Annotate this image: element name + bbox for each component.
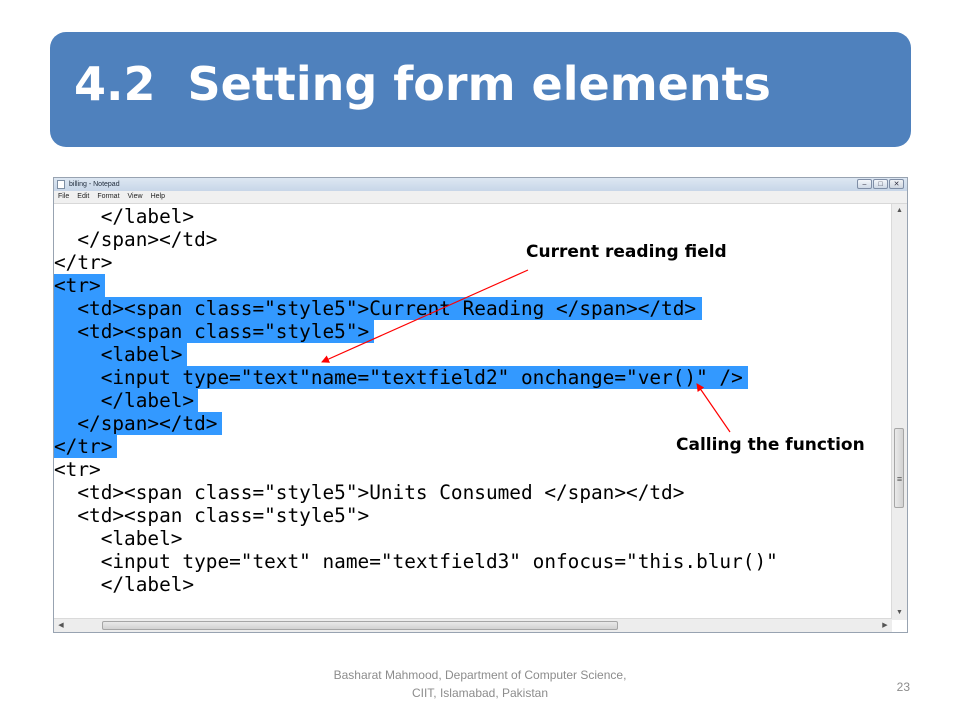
title-bar: 4.2 Setting form elements [50, 32, 911, 147]
notepad-app-icon [57, 180, 65, 189]
code-line: <td><span class="style5">Current Reading… [54, 297, 697, 320]
code-line: </tr> [54, 251, 113, 274]
annotation-current-reading: Current reading field [526, 242, 727, 262]
code-line: </span></td> [54, 228, 218, 251]
menu-bar: File Edit Format View Help [54, 191, 907, 204]
minimize-button[interactable]: – [857, 179, 872, 189]
selection-highlight [54, 366, 748, 389]
scroll-down-icon[interactable]: ▼ [896, 609, 903, 616]
vertical-scrollbar[interactable]: ▲ ≡ ▼ [891, 204, 907, 620]
selection-highlight [54, 435, 117, 458]
code-line: <td><span class="style5"> [54, 320, 370, 343]
horizontal-scrollbar[interactable]: ◀ ▶ [54, 618, 892, 632]
selection-highlight [54, 274, 105, 297]
vertical-scroll-thumb[interactable] [894, 428, 904, 508]
code-line: </tr> [54, 435, 113, 458]
code-line: </label> [54, 389, 195, 412]
scroll-up-icon[interactable]: ▲ [896, 207, 903, 214]
selection-highlight [54, 389, 198, 412]
menu-format[interactable]: Format [97, 193, 120, 200]
horizontal-scroll-thumb[interactable] [102, 621, 618, 630]
code-line: <label> [54, 527, 183, 550]
annotation-calling-function: Calling the function [676, 435, 865, 455]
close-button[interactable]: ✕ [889, 179, 904, 189]
footer-text: Basharat Mahmood, Department of Computer… [333, 668, 627, 700]
notepad-titlebar: billing - Notepad – □ ✕ [54, 178, 907, 191]
code-line: <input type="text"name="textfield2" onch… [54, 366, 743, 389]
scroll-left-icon[interactable]: ◀ [58, 622, 64, 629]
text-editor[interactable]: </label> </span></td></tr><tr> <td><span… [54, 204, 890, 620]
code-line: </span></td> [54, 412, 218, 435]
code-line: <input type="text" name="textfield3" onf… [54, 550, 778, 573]
menu-view[interactable]: View [127, 193, 143, 200]
selection-highlight [54, 343, 187, 366]
scroll-grip-icon: ≡ [896, 474, 903, 484]
code-line: </label> [54, 573, 195, 596]
slide-number: 23 [896, 680, 910, 694]
selection-highlight [54, 412, 222, 435]
maximize-button[interactable]: □ [873, 179, 888, 189]
notepad-window: billing - Notepad – □ ✕ File Edit Format… [53, 177, 908, 633]
menu-help[interactable]: Help [150, 193, 165, 200]
selection-highlight [54, 320, 374, 343]
window-title: billing - Notepad [69, 181, 120, 188]
code-line: </label> [54, 205, 195, 228]
slide-title: 4.2 Setting form elements [74, 57, 771, 111]
menu-edit[interactable]: Edit [77, 193, 90, 200]
code-line: <label> [54, 343, 183, 366]
code-line: <td><span class="style5"> [54, 504, 370, 527]
code-line: <td><span class="style5">Units Consumed … [54, 481, 685, 504]
window-controls: – □ ✕ [857, 179, 904, 189]
code-line: <tr> [54, 458, 101, 481]
menu-file[interactable]: File [58, 193, 70, 200]
scroll-right-icon[interactable]: ▶ [882, 622, 888, 629]
code-line: <tr> [54, 274, 101, 297]
